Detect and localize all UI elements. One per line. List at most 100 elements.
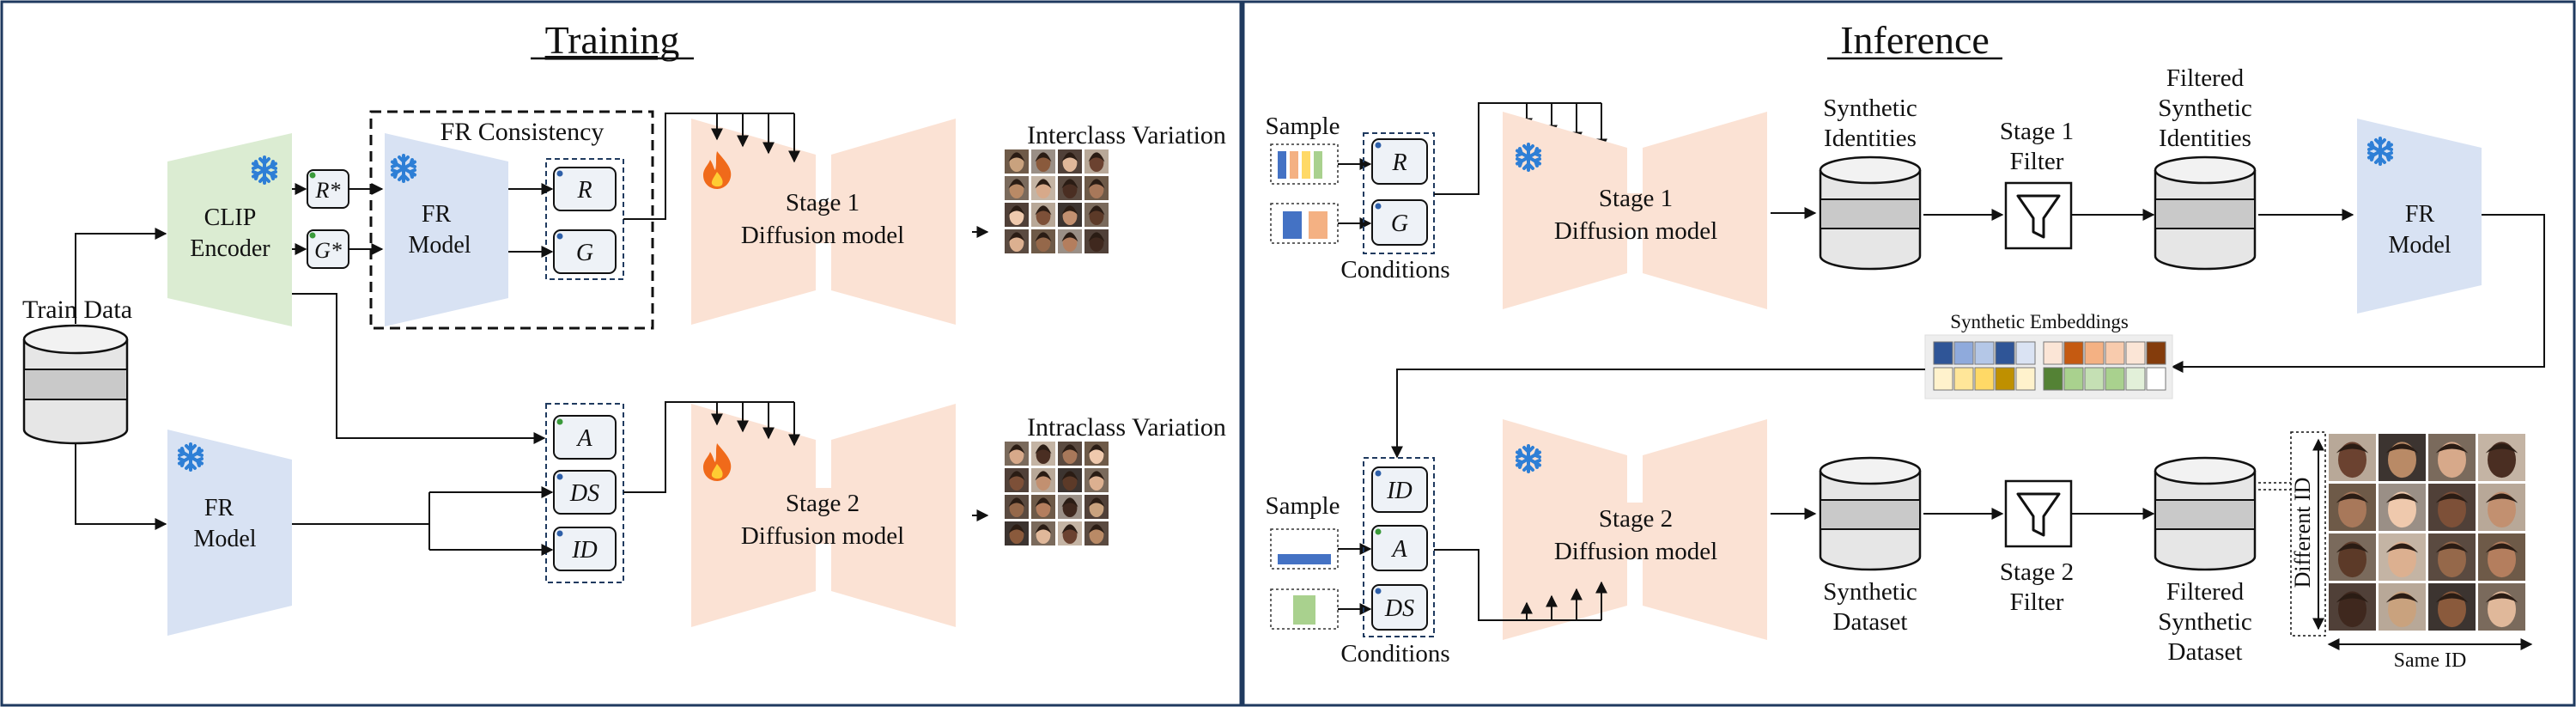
cond-id-label: ID: [571, 537, 598, 564]
embedding-cell: [2043, 367, 2063, 391]
conditions-top-label: Conditions: [1340, 256, 1449, 283]
output-face-grid: [2329, 434, 2525, 631]
syn-identities-label-1: Synthetic: [1823, 94, 1917, 122]
stage1-train-label-1: Stage 1: [786, 189, 860, 216]
hair-shape: [1035, 497, 1052, 508]
embedding-cell: [2043, 341, 2063, 365]
filtered-identities-label-2: Synthetic: [2158, 94, 2252, 122]
embedding-cell: [2084, 341, 2105, 365]
face-shape: [2388, 442, 2416, 478]
train-data-label: Train Data: [22, 296, 132, 324]
syn-identities-label-2: Identities: [1824, 125, 1917, 152]
inf-cond-g-box: [1371, 199, 1428, 246]
syn-dataset-label-2: Dataset: [1833, 608, 1908, 636]
inf-cond-a-label: A: [1390, 536, 1407, 563]
stage2-filter-label-1: Stage 2: [2000, 558, 2074, 586]
face-shape: [2438, 491, 2466, 528]
fr-consistency-box: [369, 110, 654, 330]
stage1-train-label-2: Diffusion model: [741, 222, 904, 249]
hair-shape: [1061, 497, 1078, 508]
syn-dataset-label-1: Synthetic: [1823, 578, 1917, 606]
hair-shape: [2336, 593, 2369, 603]
hair-shape: [1088, 232, 1105, 242]
hair-shape: [1035, 471, 1052, 481]
hair-shape: [2485, 593, 2518, 603]
inf-cond-ds-label: DS: [1384, 595, 1414, 622]
embedding-cell: [2125, 367, 2146, 391]
stage2-inf-label-1: Stage 2: [1599, 505, 1673, 533]
inference-panel: [1242, 0, 2576, 707]
embedding-cell: [2063, 367, 2084, 391]
hair-shape: [1008, 232, 1025, 242]
conditions-bottom-label: Conditions: [1340, 640, 1449, 667]
filter-funnel-icon: [2016, 194, 2061, 239]
hair-shape: [1035, 152, 1052, 162]
sample-bar-age: [1270, 528, 1339, 570]
stage2-filter-label-2: Filter: [2010, 588, 2064, 616]
hair-shape: [2435, 543, 2469, 553]
inf-cond-r-box: [1371, 138, 1428, 185]
hair-shape: [2336, 443, 2369, 454]
train-data-database: [22, 324, 129, 445]
cond-a-label: A: [575, 425, 592, 452]
same-id-label: Same ID: [2394, 649, 2467, 672]
interclass-face-grid: [1005, 149, 1109, 253]
filtered-dataset-database: [2154, 456, 2257, 571]
face-shape: [2338, 491, 2366, 528]
sample-bars-multi: [1270, 143, 1339, 185]
interclass-label: Interclass Variation: [1027, 121, 1226, 149]
fr-model-top: [385, 133, 508, 326]
g-star-label: G*: [314, 238, 342, 263]
stage1-filter-label-1: Stage 1: [2000, 118, 2074, 145]
hair-shape: [2435, 443, 2469, 454]
inf-cond-id-box: [1371, 466, 1428, 513]
synthetic-identities-database: [1819, 155, 1922, 271]
hair-shape: [1088, 444, 1105, 454]
hair-shape: [1008, 444, 1025, 454]
face-shape: [2488, 541, 2516, 578]
embedding-cell: [2063, 341, 2084, 365]
hair-shape: [2435, 493, 2469, 503]
inf-cond-g-label: G: [1391, 210, 1408, 237]
embedding-cell: [2105, 367, 2125, 391]
face-shape: [2338, 541, 2366, 578]
hair-shape: [1061, 444, 1078, 454]
inf-cond-id-label: ID: [1386, 478, 1413, 504]
hair-shape: [2336, 543, 2369, 553]
fr-inf-label-1: FR: [2405, 201, 2435, 228]
sample-top-label: Sample: [1266, 113, 1340, 140]
clip-label-1: CLIP: [204, 204, 257, 231]
hair-shape: [1008, 471, 1025, 481]
clip-label-2: Encoder: [190, 235, 270, 262]
hair-shape: [1088, 205, 1105, 216]
cond-a-box: [553, 415, 617, 460]
intraclass-label: Intraclass Variation: [1027, 413, 1226, 442]
embedding-cell: [1995, 367, 2015, 391]
r-star-label: R*: [315, 178, 341, 203]
embedding-cell: [1974, 341, 1995, 365]
inf-cond-a-box: [1371, 525, 1428, 571]
embedding-cell: [2084, 367, 2105, 391]
embedding-cell: [1953, 367, 1974, 391]
inf-cond-ds-box: [1371, 584, 1428, 631]
cond-r-label: R: [576, 177, 592, 204]
hair-shape: [2385, 593, 2419, 603]
hair-shape: [2485, 543, 2518, 553]
hair-shape: [1035, 524, 1052, 534]
embedding-cell: [2125, 341, 2146, 365]
hair-shape: [2385, 543, 2419, 553]
cond-id-box: [553, 527, 617, 571]
hair-shape: [1008, 497, 1025, 508]
hair-shape: [1061, 232, 1078, 242]
embedding-cell: [1933, 341, 1953, 365]
fr-model-bottom: [167, 430, 292, 636]
sample-bottom-label: Sample: [1266, 492, 1340, 520]
training-title: Training: [545, 18, 680, 62]
face-shape: [2488, 591, 2516, 628]
face-shape: [2438, 541, 2466, 578]
stage1-diffusion-train: [691, 119, 956, 325]
synthetic-embeddings-label: Synthetic Embeddings: [1950, 311, 2129, 332]
sample-bars-binary: [1270, 203, 1339, 244]
